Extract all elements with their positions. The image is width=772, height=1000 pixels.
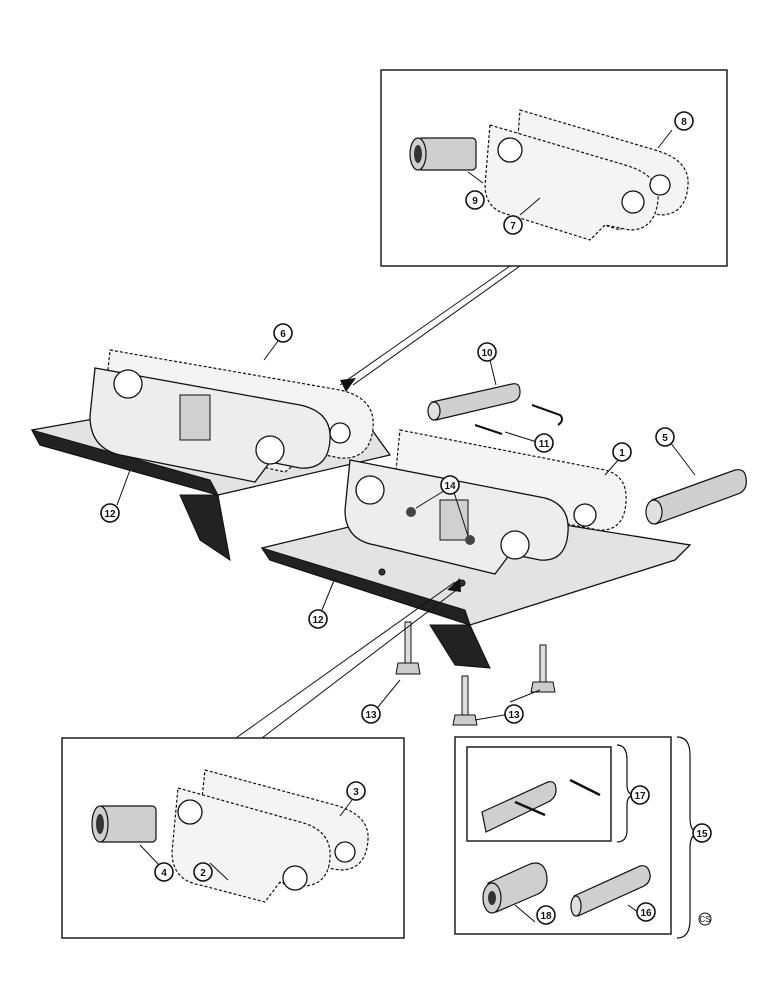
callout-1: 1 bbox=[612, 442, 632, 462]
svg-text:2: 2 bbox=[200, 868, 206, 879]
pin-part-10 bbox=[427, 383, 521, 421]
svg-text:12: 12 bbox=[104, 509, 116, 520]
callout-5: 5 bbox=[655, 427, 675, 447]
callout-3: 3 bbox=[346, 781, 366, 801]
svg-text:7: 7 bbox=[510, 221, 516, 232]
bottom-inset-pointer bbox=[235, 578, 464, 739]
callout-14: 14 bbox=[440, 475, 460, 495]
pin-part-5 bbox=[645, 469, 747, 525]
svg-text:6: 6 bbox=[280, 329, 286, 340]
callout-16: 16 bbox=[636, 902, 656, 922]
svg-text:13: 13 bbox=[365, 710, 377, 721]
bushing-part-9 bbox=[409, 137, 477, 171]
callout-13-right: 13 bbox=[504, 704, 524, 724]
callout-2: 2 bbox=[193, 862, 213, 882]
link-assembly-part-7-8 bbox=[484, 109, 689, 241]
bolt-part-13-c bbox=[452, 675, 478, 726]
svg-text:9: 9 bbox=[472, 196, 478, 207]
svg-text:1: 1 bbox=[619, 448, 625, 459]
top-inset-pointer bbox=[339, 265, 521, 392]
svg-text:17: 17 bbox=[634, 791, 646, 802]
svg-text:CS: CS bbox=[699, 915, 710, 924]
callout-7: 7 bbox=[503, 215, 523, 235]
top-inset-link-assembly bbox=[380, 69, 728, 267]
callout-12-left: 12 bbox=[100, 503, 120, 523]
main-leaders bbox=[116, 340, 696, 721]
kit-pin-part-16 bbox=[570, 865, 651, 917]
callout-17: 17 bbox=[630, 785, 650, 805]
callout-15: 15 bbox=[692, 823, 712, 843]
callout-8: 8 bbox=[674, 111, 694, 131]
svg-text:18: 18 bbox=[540, 911, 552, 922]
svg-text:11: 11 bbox=[539, 439, 550, 450]
svg-text:3: 3 bbox=[353, 787, 359, 798]
svg-text:16: 16 bbox=[640, 908, 652, 919]
callout-12-right: 12 bbox=[308, 609, 328, 629]
callout-6: 6 bbox=[273, 323, 293, 343]
svg-text:14: 14 bbox=[444, 481, 456, 492]
svg-text:15: 15 bbox=[696, 829, 708, 840]
bolt-part-13-a bbox=[395, 621, 421, 675]
callout-11: 11 bbox=[534, 433, 554, 453]
link-assembly-part-2-3 bbox=[171, 769, 369, 903]
svg-text:10: 10 bbox=[481, 348, 493, 359]
bottom-right-kit-box bbox=[454, 736, 701, 939]
callout-10: 10 bbox=[477, 342, 497, 362]
callout-18: 18 bbox=[536, 905, 556, 925]
svg-text:13: 13 bbox=[508, 710, 520, 721]
callout-4: 4 bbox=[154, 862, 174, 882]
callout-13-left: 13 bbox=[361, 704, 381, 724]
kit-bushing-part-18 bbox=[482, 862, 548, 914]
svg-text:5: 5 bbox=[662, 433, 668, 444]
bushing-part-4 bbox=[91, 805, 157, 843]
kit-pin-part-17 bbox=[481, 778, 601, 833]
chain-link-right-part-1 bbox=[344, 429, 627, 575]
callout-9: 9 bbox=[465, 190, 485, 210]
corner-mark: CS bbox=[698, 912, 712, 926]
svg-text:12: 12 bbox=[312, 615, 324, 626]
svg-text:4: 4 bbox=[161, 868, 167, 879]
chain-link-left-part-6 bbox=[89, 349, 374, 483]
cotter-pins-part-11 bbox=[474, 404, 564, 435]
bolt-part-13-b bbox=[530, 644, 556, 693]
bottom-left-inset-link-assembly bbox=[61, 737, 405, 939]
svg-text:8: 8 bbox=[681, 117, 687, 128]
